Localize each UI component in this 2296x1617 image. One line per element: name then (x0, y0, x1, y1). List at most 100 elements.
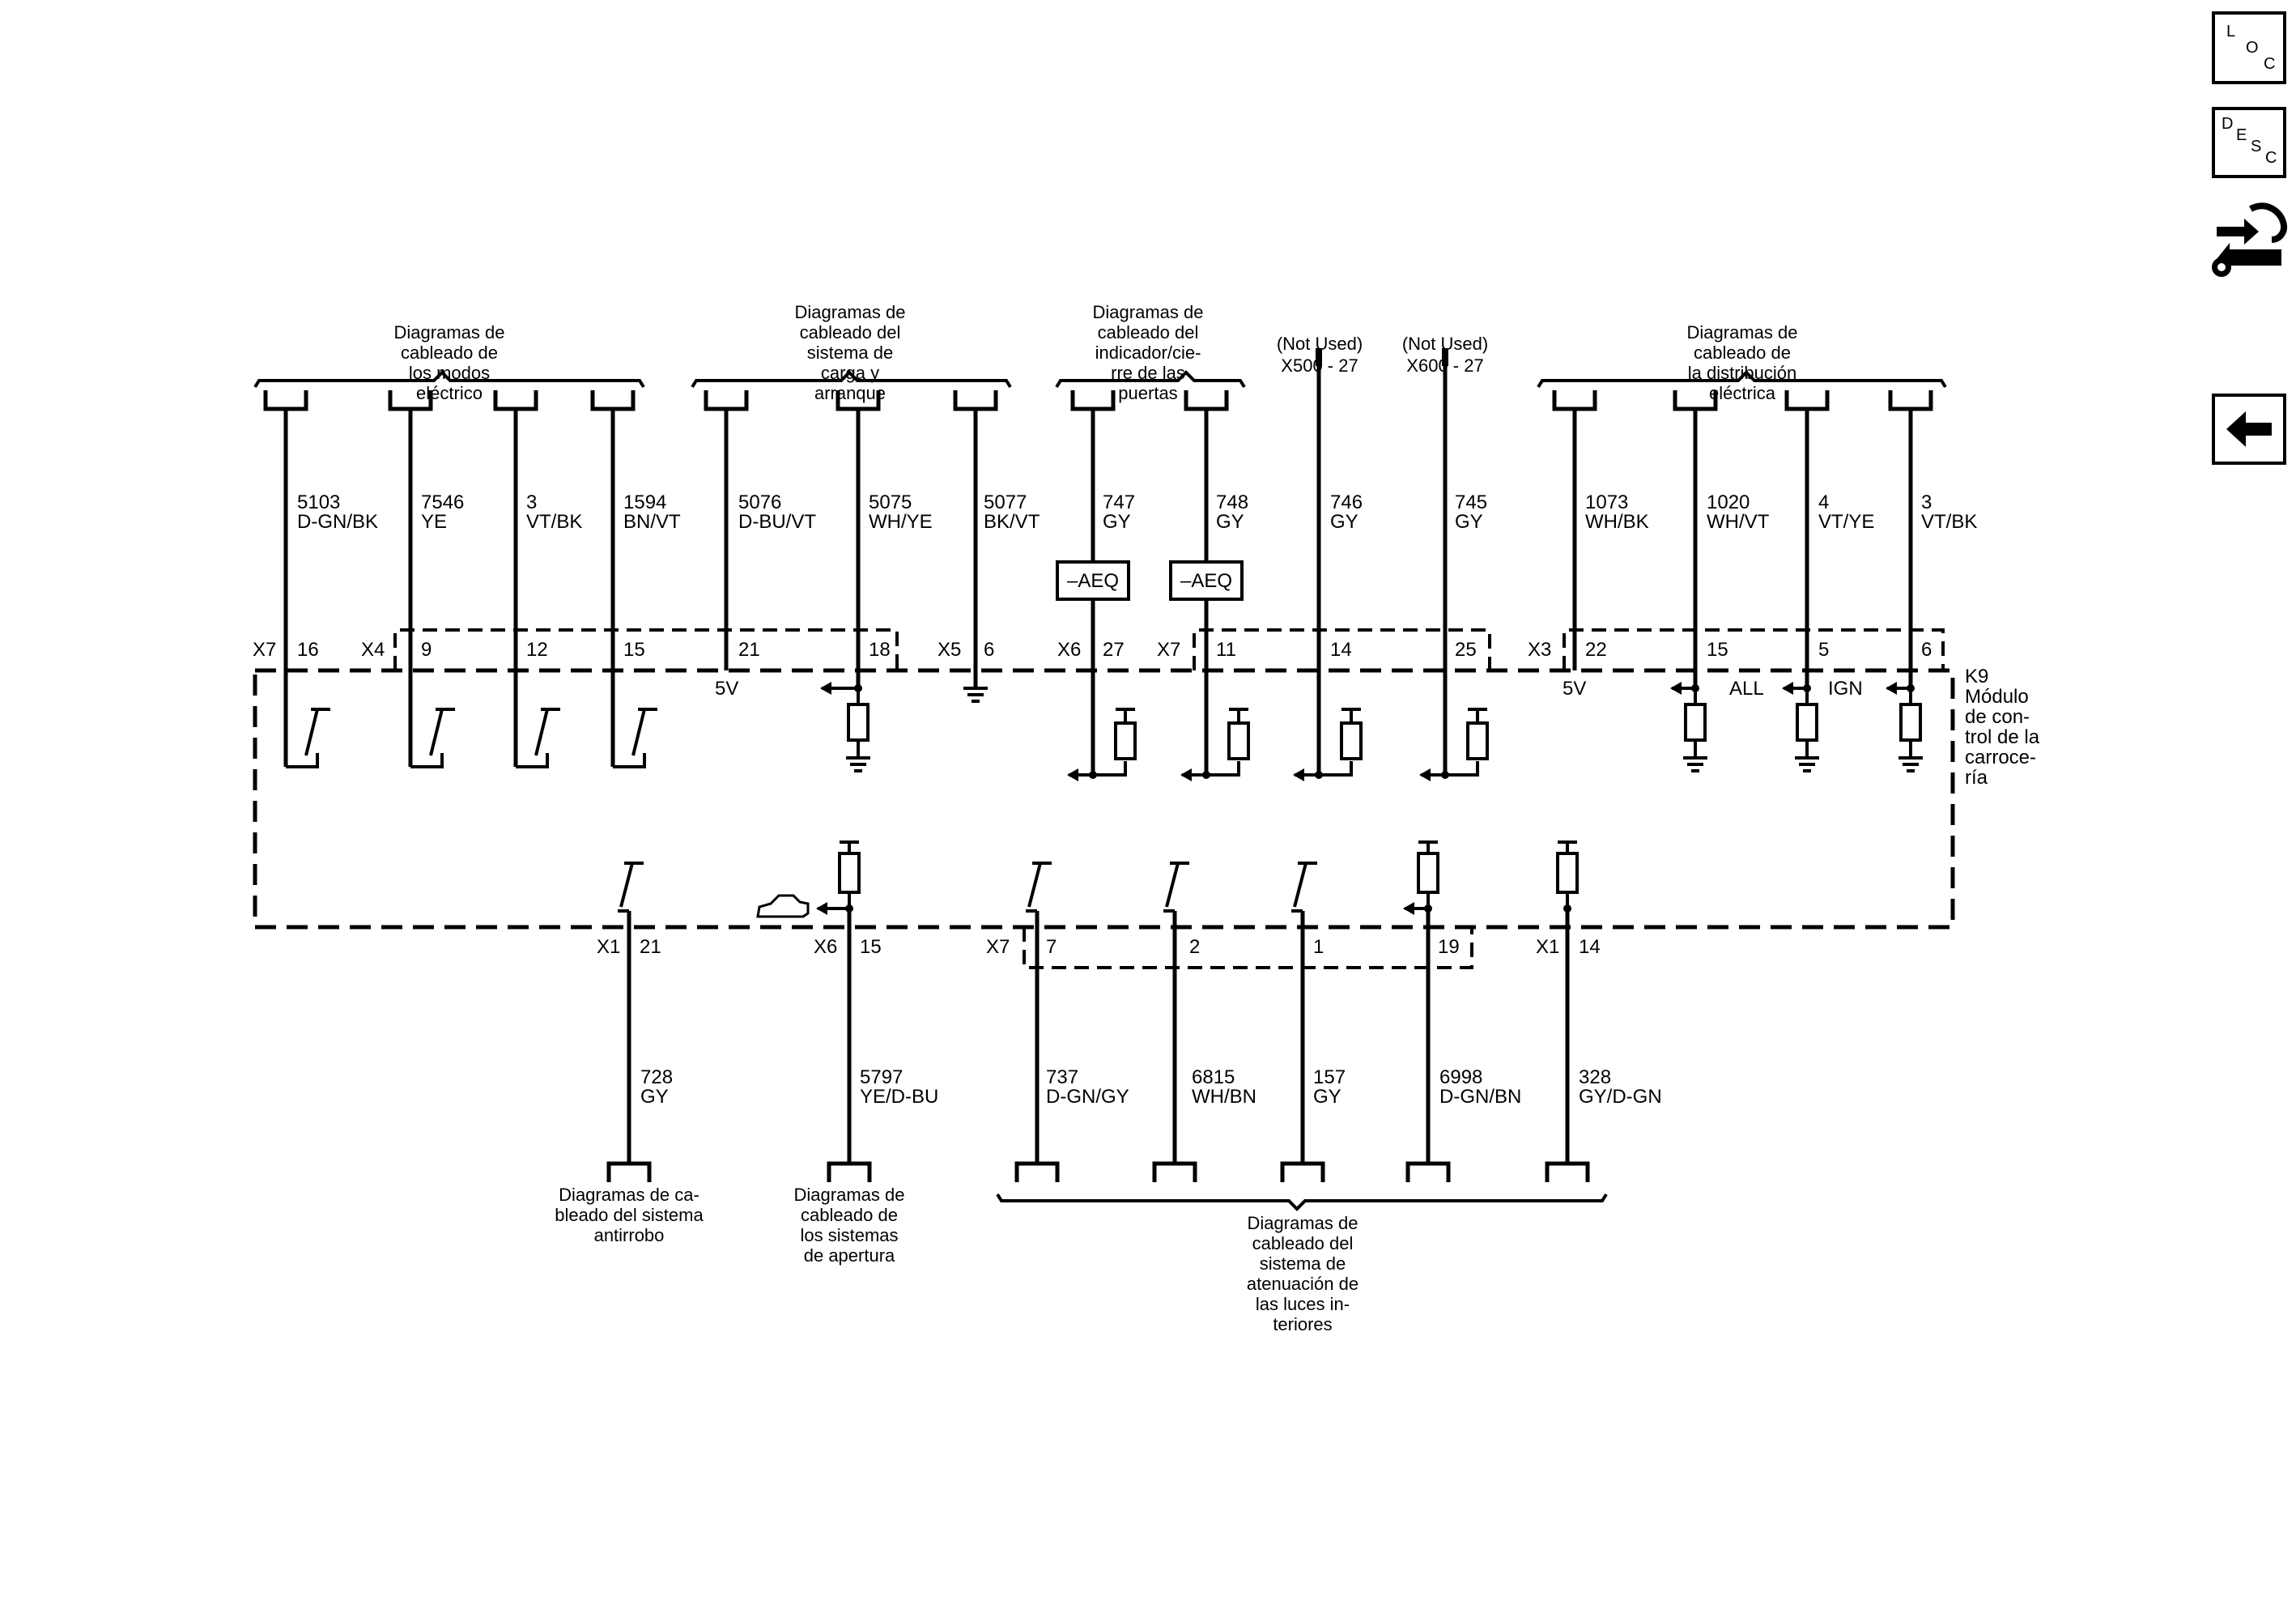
desc-letter-d: D (2222, 115, 2234, 133)
aeq-box-1 (1056, 560, 1130, 601)
svg-text:atenuación de: atenuación de (1247, 1274, 1358, 1294)
svg-text:Diagramas de: Diagramas de (795, 302, 906, 322)
svg-text:1: 1 (1313, 936, 1324, 958)
wire-color: GY (1455, 511, 1483, 533)
upper-resistor-circuits (822, 687, 1923, 777)
svg-text:Módulo: Módulo (1965, 686, 2029, 708)
svg-text:rre de las: rre de las (1111, 363, 1185, 383)
svg-text:arranque: arranque (814, 383, 886, 403)
svg-text:9: 9 (421, 639, 432, 661)
wire-circuit: 328 (1579, 1066, 1611, 1088)
wire-circuit: 5075 (869, 491, 912, 513)
bottom-resistor-circuits (818, 840, 1579, 910)
svg-text:cableado de: cableado de (401, 343, 498, 363)
header-charging: Diagramas de cableado del sistema de car… (795, 302, 906, 403)
footer-dimming: Diagramas de cableado del sistema de ate… (1247, 1213, 1358, 1334)
svg-text:de con-: de con- (1965, 706, 2030, 728)
loc-button[interactable]: L O C (2212, 11, 2286, 84)
svg-text:X600 - 27: X600 - 27 (1406, 355, 1483, 376)
header-braces (253, 370, 1947, 1211)
stub-terminal-2 (1442, 348, 1448, 366)
wire-color: VT/BK (526, 511, 582, 533)
svg-text:Diagramas de: Diagramas de (1093, 302, 1204, 322)
wire-color: WH/BN (1192, 1086, 1256, 1108)
wire-color: WH/YE (869, 511, 933, 533)
header-not-used-x600: (Not Used) X600 - 27 (1402, 334, 1488, 376)
wire-circuit: 746 (1330, 491, 1363, 513)
svg-text:18: 18 (869, 639, 891, 661)
svg-text:X500 - 27: X500 - 27 (1281, 355, 1358, 376)
repair-tool-button[interactable] (2209, 198, 2290, 285)
svg-text:X1: X1 (597, 936, 620, 958)
svg-text:21: 21 (640, 936, 661, 958)
svg-text:16: 16 (297, 639, 319, 661)
svg-text:2: 2 (1189, 936, 1200, 958)
wire-color: WH/BK (1585, 511, 1649, 533)
svg-text:5V: 5V (715, 678, 738, 700)
desc-button[interactable]: D E S C (2212, 107, 2286, 178)
wire-color: GY (640, 1086, 669, 1108)
svg-text:X6: X6 (1057, 639, 1081, 661)
svg-text:27: 27 (1103, 639, 1125, 661)
svg-text:cableado del: cableado del (800, 322, 901, 343)
wire-circuit: 5076 (738, 491, 781, 513)
wire-color: VT/YE (1818, 511, 1874, 533)
arrow-left-icon (2226, 411, 2272, 447)
aeq-box-2 (1169, 560, 1244, 601)
svg-text:6: 6 (1921, 639, 1932, 661)
wire-circuit: 5797 (860, 1066, 903, 1088)
svg-text:21: 21 (738, 639, 760, 661)
wire-circuit: 6815 (1192, 1066, 1235, 1088)
wire-circuit: 3 (526, 491, 537, 513)
wire-color: GY (1313, 1086, 1341, 1108)
svg-text:cableado de: cableado de (801, 1205, 898, 1225)
svg-text:15: 15 (623, 639, 645, 661)
svg-text:(Not Used): (Not Used) (1402, 334, 1488, 354)
wire-color: BN/VT (623, 511, 681, 533)
loc-letter-l: L (2226, 23, 2236, 40)
connector-boxes (393, 628, 1945, 969)
internal-labels: 5V 5V ALL IGN (715, 678, 1863, 700)
top-pin-labels: 16 9 12 15 21 18 6 27 11 14 25 22 15 5 6 (297, 639, 1932, 661)
wire-circuit: 5103 (297, 491, 340, 513)
bottom-switches (618, 862, 1317, 913)
wire-color: GY/D-GN (1579, 1086, 1662, 1108)
stub-terminal-1 (1316, 348, 1322, 366)
desc-letter-c: C (2265, 149, 2277, 167)
car-trunk-icon (756, 894, 810, 918)
wire-color: WH/VT (1707, 511, 1770, 533)
svg-text:Diagramas de: Diagramas de (794, 1185, 905, 1205)
svg-text:6: 6 (984, 639, 994, 661)
top-sockets (263, 390, 1933, 411)
svg-text:trol de la: trol de la (1965, 726, 2040, 748)
svg-text:5V: 5V (1563, 678, 1586, 700)
wire-circuit: 7546 (421, 491, 464, 513)
bottom-arrows (816, 902, 1571, 915)
loc-letter-c: C (2264, 55, 2276, 73)
svg-text:antirrobo: antirrobo (594, 1225, 665, 1245)
svg-text:Diagramas de: Diagramas de (1687, 322, 1798, 343)
svg-text:carroce-: carroce- (1965, 747, 2036, 768)
wire-color: YE/D-BU (860, 1086, 938, 1108)
desc-letter-e: E (2236, 126, 2247, 144)
svg-text:X7: X7 (986, 936, 1010, 958)
wire-circuit: 1020 (1707, 491, 1750, 513)
wire-color: D-BU/VT (738, 511, 816, 533)
svg-text:Diagramas de: Diagramas de (1248, 1213, 1358, 1233)
svg-text:las luces in-: las luces in- (1256, 1294, 1350, 1314)
back-button[interactable] (2212, 394, 2286, 465)
svg-text:K9: K9 (1965, 666, 1988, 687)
svg-text:sistema de: sistema de (1260, 1253, 1346, 1274)
wire-circuit: 745 (1455, 491, 1487, 513)
svg-text:15: 15 (1707, 639, 1728, 661)
header-power-distribution: Diagramas de cableado de la distribución… (1687, 322, 1798, 403)
wire-circuit: 728 (640, 1066, 673, 1088)
wire-circuit: 3 (1921, 491, 1932, 513)
top-connector-labels: X7 X4 X5 X6 X7 X3 (253, 639, 1551, 661)
k9-module-outline (253, 668, 1955, 930)
header-not-used-x500: (Not Used) X500 - 27 (1277, 334, 1363, 376)
header-door-lock: Diagramas de cableado del indicador/cie-… (1093, 302, 1204, 403)
wire-circuit: 157 (1313, 1066, 1346, 1088)
svg-text:19: 19 (1438, 936, 1460, 958)
svg-text:la distribución: la distribución (1688, 363, 1797, 383)
